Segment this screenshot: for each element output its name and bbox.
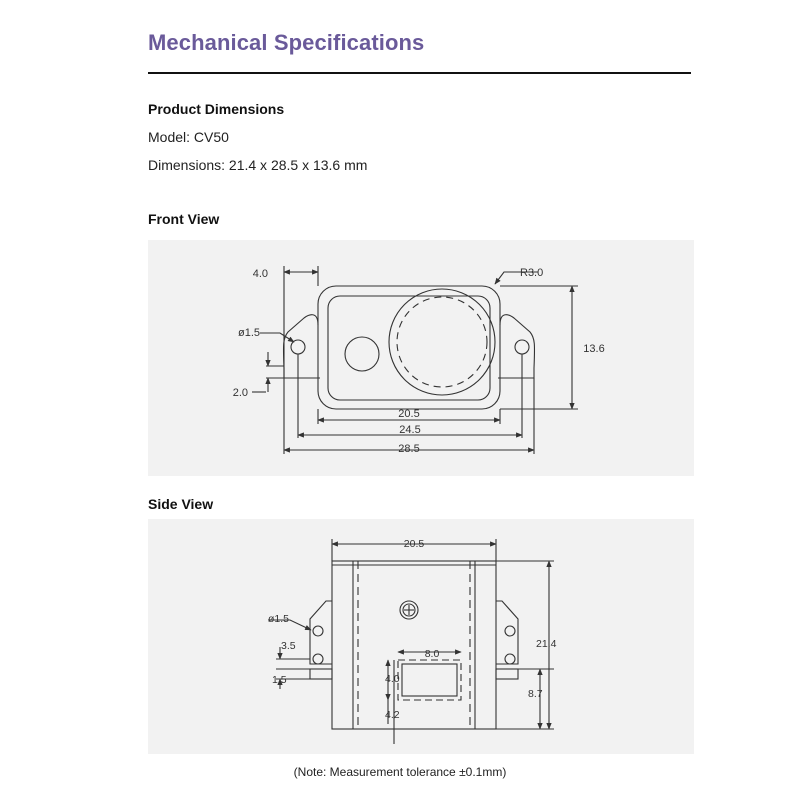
side-body-outer <box>331 560 497 730</box>
dim-overall-width: 28.5 <box>398 443 419 455</box>
screw-outer <box>399 600 419 620</box>
window-inner <box>401 663 458 697</box>
side-dim-body-width: 20.5 <box>404 538 425 550</box>
large-lens-inner <box>396 296 488 388</box>
side-right-hole-top <box>504 625 516 637</box>
tolerance-note: (Note: Measurement tolerance ±0.1mm) <box>293 765 507 779</box>
side-left-pin <box>309 668 333 680</box>
side-dim-overall-height: 21.4 <box>536 638 557 650</box>
side-dim-mount-height: 8.7 <box>528 688 543 700</box>
right-mount-hole <box>514 339 530 355</box>
front-body-outer <box>317 285 501 410</box>
front-view-drawing: 4.0 ø1.5 2.0 R3.0 13.6 20.5 24.5 28.5 <box>148 240 694 476</box>
dimensions-line: Dimensions: 21.4 x 28.5 x 13.6 mm <box>148 157 368 173</box>
front-body-inner <box>327 295 491 401</box>
side-left-hole-top <box>312 625 324 637</box>
side-right-hole-bottom <box>504 653 516 665</box>
side-dim-window-width: 8.0 <box>425 648 440 660</box>
title-divider <box>148 72 691 74</box>
side-dim-window-height: 4.0 <box>385 673 400 685</box>
side-dim-hole-diameter: ø1.5 <box>268 613 289 625</box>
side-dim-hole-pitch: 3.5 <box>281 640 296 652</box>
screw-inner <box>402 603 416 617</box>
dim-body-width: 20.5 <box>398 408 419 420</box>
front-view-heading: Front View <box>148 211 220 227</box>
side-view-drawing: 20.5 ø1.5 3.5 1.5 8.0 4.0 4.2 21.4 8.7 <box>148 519 694 754</box>
dim-front-height: 13.6 <box>583 343 604 355</box>
page-title: Mechanical Specifications <box>148 30 425 55</box>
left-flange <box>282 314 320 379</box>
side-left-hole-bottom <box>312 653 324 665</box>
side-right-pin <box>495 668 519 680</box>
dim-corner-radius: R3.0 <box>520 267 543 279</box>
left-mount-hole <box>290 339 306 355</box>
large-lens-outer <box>388 288 496 396</box>
right-flange <box>498 314 536 379</box>
small-lens <box>344 336 380 372</box>
side-dim-flange-thickness: 1.5 <box>272 674 287 686</box>
model-line: Model: CV50 <box>148 129 229 145</box>
dim-hole-diameter: ø1.5 <box>238 327 260 339</box>
front-view-svg: 4.0 ø1.5 2.0 R3.0 13.6 20.5 24.5 28.5 <box>233 266 605 455</box>
dim-hole-spacing: 24.5 <box>399 424 420 436</box>
window-dashed <box>397 659 462 701</box>
dim-hole-offset: 2.0 <box>233 387 248 399</box>
side-view-svg: 20.5 ø1.5 3.5 1.5 8.0 4.0 4.2 21.4 8.7 <box>268 538 557 744</box>
dim-flange-width: 4.0 <box>253 268 268 280</box>
product-dimensions-heading: Product Dimensions <box>148 101 285 117</box>
side-dim-window-offset: 4.2 <box>385 709 400 721</box>
side-view-heading: Side View <box>148 496 214 512</box>
